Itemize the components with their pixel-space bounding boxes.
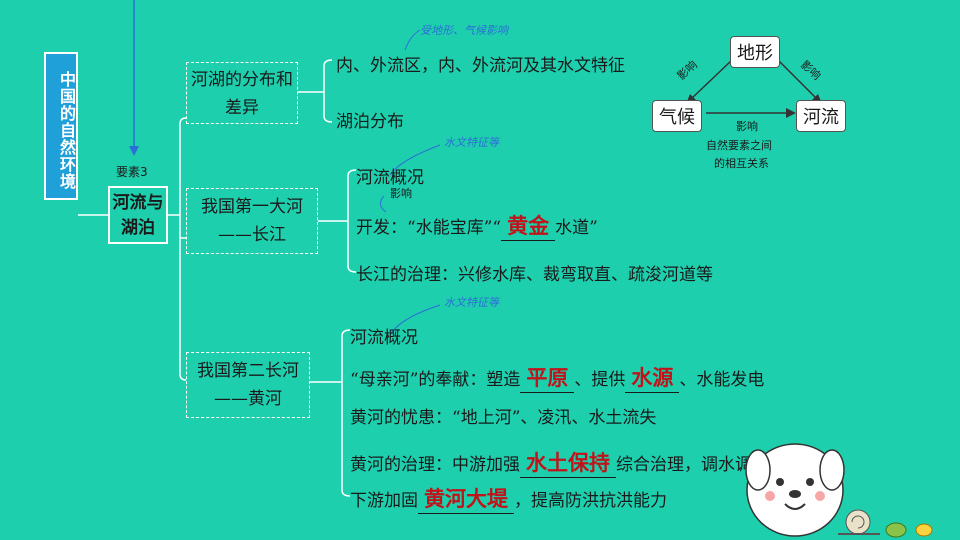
branch3-governance-1: 黄河的治理：中游加强水土保持综合治理，调水调沙； bbox=[350, 447, 786, 478]
branch2-influence: 影响 bbox=[390, 187, 412, 200]
branch3-worry: 黄河的忧患：“地上河”、凌汛、水土流失 bbox=[350, 408, 657, 428]
branch2-overview: 河流概况 bbox=[356, 168, 424, 188]
answer-soil: 水土保持 bbox=[520, 447, 616, 478]
element-tag: 要素3 bbox=[116, 165, 148, 179]
node-river: 河流 bbox=[796, 100, 846, 132]
branch2-note: 水文特征等 bbox=[444, 136, 499, 149]
branch3-governance-2: 下游加固黄河大堤，提高防洪抗洪能力 bbox=[350, 483, 667, 514]
node-climate: 气候 bbox=[652, 100, 702, 132]
answer-plain: 平原 bbox=[520, 362, 575, 393]
branch3-overview: 河流概况 bbox=[350, 328, 418, 348]
answer-water: 水源 bbox=[625, 362, 680, 393]
branch2-box: 我国第一大河——长江 bbox=[186, 188, 318, 254]
branch2-governance: 长江的治理：兴修水库、裁弯取直、疏浚河道等 bbox=[356, 265, 713, 285]
sidebar-title: 中国的自然环境 bbox=[44, 52, 78, 200]
branch1-item-2: 湖泊分布 bbox=[336, 112, 404, 132]
answer-golden: 黄金 bbox=[501, 210, 556, 241]
branch2-development: 开发：“水能宝库”“黄金水道” bbox=[356, 210, 598, 241]
relation-caption-2: 的相互关系 bbox=[714, 157, 769, 170]
node-landform: 地形 bbox=[730, 36, 780, 68]
edge-bottom-label: 影响 bbox=[736, 120, 758, 133]
mascot-decoration bbox=[745, 443, 933, 538]
branch1-box: 河湖的分布和差异 bbox=[186, 62, 298, 124]
relation-caption-1: 自然要素之间 bbox=[706, 139, 772, 152]
element-box: 河流与湖泊 bbox=[108, 186, 168, 244]
branch1-item-1: 内、外流区，内、外流河及其水文特征 bbox=[336, 56, 625, 76]
branch3-box: 我国第二长河——黄河 bbox=[186, 352, 310, 418]
branch3-note: 水文特征等 bbox=[444, 296, 499, 309]
branch1-note: 受地形、气候影响 bbox=[420, 24, 508, 37]
branch3-contribution: “母亲河”的奉献：塑造平原、提供水源、水能发电 bbox=[350, 362, 764, 393]
answer-levee: 黄河大堤 bbox=[418, 483, 514, 514]
